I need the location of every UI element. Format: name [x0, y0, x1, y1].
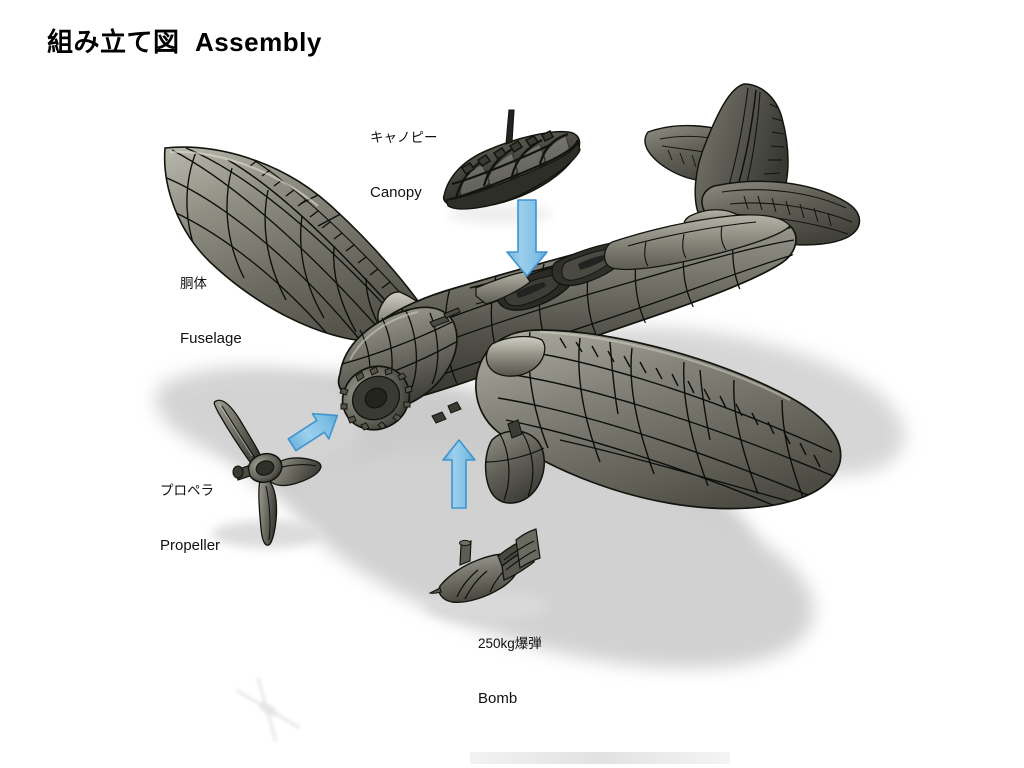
gear-strut	[507, 419, 523, 439]
label-propeller: プロペラ Propeller	[160, 445, 220, 593]
page-title: 組み立て図 Assembly	[47, 27, 322, 57]
propeller-hub	[232, 452, 283, 484]
engine-detail	[339, 366, 413, 431]
canopy-sill	[445, 139, 581, 210]
label-canopy-en: Canopy	[370, 184, 422, 202]
canopy-top-ribs	[460, 129, 555, 176]
label-bomb-jp: 250kg爆弾	[478, 636, 542, 652]
arrow-up-right-icon	[287, 412, 339, 452]
aircraft-shadow-wing	[292, 453, 814, 669]
bomb-tail-fins	[497, 528, 541, 581]
propeller-blade-lower	[258, 477, 278, 546]
label-fuselage-en: Fuselage	[180, 330, 242, 348]
canopy-frame-members	[447, 132, 580, 202]
landing-gear-fairing	[484, 419, 545, 504]
wing-right	[475, 329, 842, 510]
arrow-up-icon	[442, 439, 476, 509]
wing-right-surface	[475, 329, 842, 510]
bomb-part	[428, 528, 541, 604]
label-propeller-en: Propeller	[160, 537, 221, 555]
propeller-part	[213, 399, 322, 546]
wing-right-root-fairing	[485, 335, 546, 377]
arrow-down-icon	[506, 199, 548, 277]
exhaust-stub	[431, 411, 447, 424]
label-fuselage: 胴体 Fuselage	[180, 238, 242, 386]
bomb-lug	[459, 540, 472, 566]
label-bomb: 250kg爆弾 Bomb	[478, 598, 542, 746]
label-bomb-en: Bomb	[478, 690, 518, 708]
label-fuselage-jp: 胴体	[180, 276, 207, 292]
distant-aircraft-silhouette	[235, 677, 301, 743]
label-propeller-jp: プロペラ	[160, 483, 214, 499]
wing-left-leading-edge	[169, 150, 319, 207]
label-canopy-jp: キャノピー	[370, 130, 438, 146]
canopy-part	[442, 109, 581, 210]
assembly-arrows	[287, 199, 548, 509]
cowl-highlight	[349, 311, 419, 361]
wing-right-leading-edge	[539, 330, 791, 401]
bomb-nose	[428, 587, 442, 594]
antenna-mast	[505, 109, 515, 145]
bottom-watermark	[470, 752, 730, 764]
cockpit-headrest	[475, 271, 531, 305]
nose-detail	[429, 307, 461, 328]
fuselage-spine	[603, 214, 791, 271]
fuselage	[337, 214, 797, 431]
label-canopy: キャノピー Canopy	[370, 92, 438, 240]
